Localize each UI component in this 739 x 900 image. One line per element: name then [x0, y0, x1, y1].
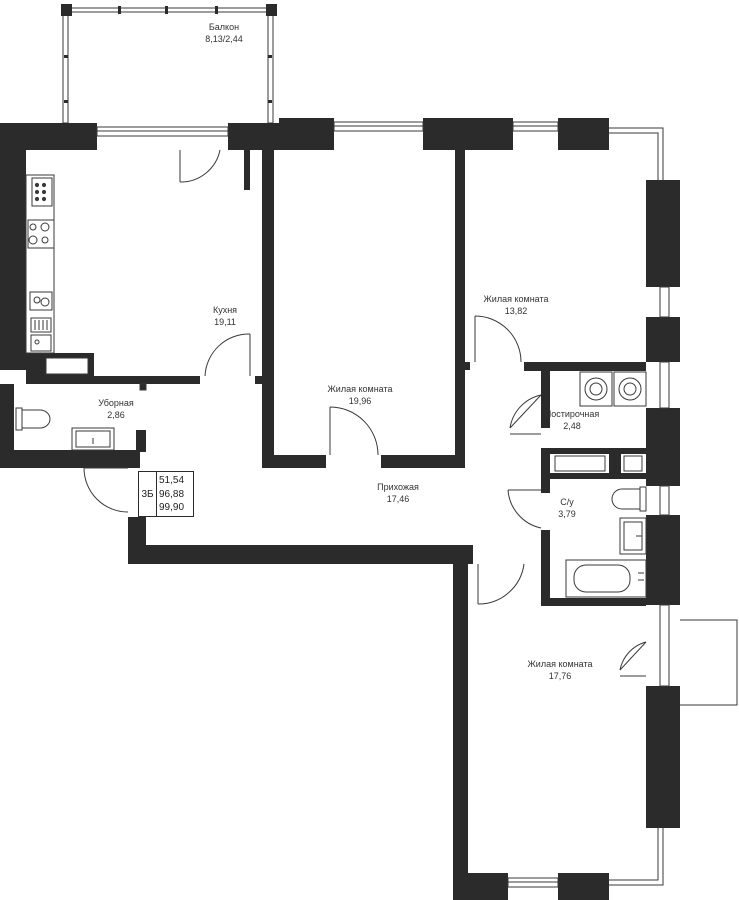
door-swings [83, 149, 647, 677]
kitchen-window-sill [45, 357, 89, 375]
living1-label: Жилая комната 19,96 [327, 383, 392, 407]
kitchen-label: Кухня 19,11 [213, 304, 237, 328]
laundry-shelf-2 [623, 455, 643, 472]
living2-label: Жилая комната 13,82 [483, 293, 548, 317]
apartment-areas: 51,54 96,88 99,90 [159, 474, 184, 515]
bathroom-label: С/у 3,79 [558, 496, 576, 520]
hall-area: 17,46 [386, 494, 410, 504]
bathroom-fixtures [565, 486, 647, 598]
living1-name: Жилая комната [327, 384, 393, 394]
toilet-area: 2,86 [107, 410, 125, 420]
bathroom-name: С/у [560, 497, 574, 507]
laundry-shelf [554, 455, 606, 472]
laundry-name: Постирочная [544, 409, 600, 419]
bathroom-area: 3,79 [558, 509, 576, 519]
hall-name: Прихожая [377, 482, 419, 492]
walls [0, 118, 680, 900]
kitchen-area: 19,11 [214, 317, 236, 327]
apartment-type: 3Б [139, 472, 157, 516]
balcony-name: Балкон [208, 22, 240, 32]
windows [96, 121, 670, 888]
toilet-name: Уборная [98, 398, 134, 408]
kitchen-name: Кухня [212, 305, 238, 315]
living2-name: Жилая комната [483, 294, 549, 304]
area-total: 96,88 [159, 488, 185, 500]
living3-label: Жилая комната 17,76 [527, 658, 592, 682]
small-balcony [680, 619, 738, 706]
kitchen-counter [25, 174, 55, 354]
laundry-area: 2,48 [563, 421, 581, 431]
toilet-label: Уборная 2,86 [98, 397, 134, 421]
living2-area: 13,82 [504, 306, 528, 316]
balcony-area: 8,13/2,44 [205, 34, 243, 44]
laundry-label: Постирочная 2,48 [545, 408, 599, 432]
balcony-posts [61, 4, 277, 103]
living3-area: 17,76 [548, 671, 572, 681]
living1-area: 19,96 [348, 396, 372, 406]
toilet-fixtures [15, 383, 147, 451]
hall-label: Прихожая 17,46 [377, 481, 419, 505]
apartment-summary: 3Б 51,54 96,88 99,90 [138, 471, 194, 517]
living3-name: Жилая комната [527, 659, 593, 669]
area-living: 51,54 [159, 475, 185, 486]
area-with-balcony: 99,90 [159, 502, 185, 513]
balcony-label: Балкон 8,13/2,44 [205, 21, 243, 45]
laundry-machines [579, 371, 647, 407]
